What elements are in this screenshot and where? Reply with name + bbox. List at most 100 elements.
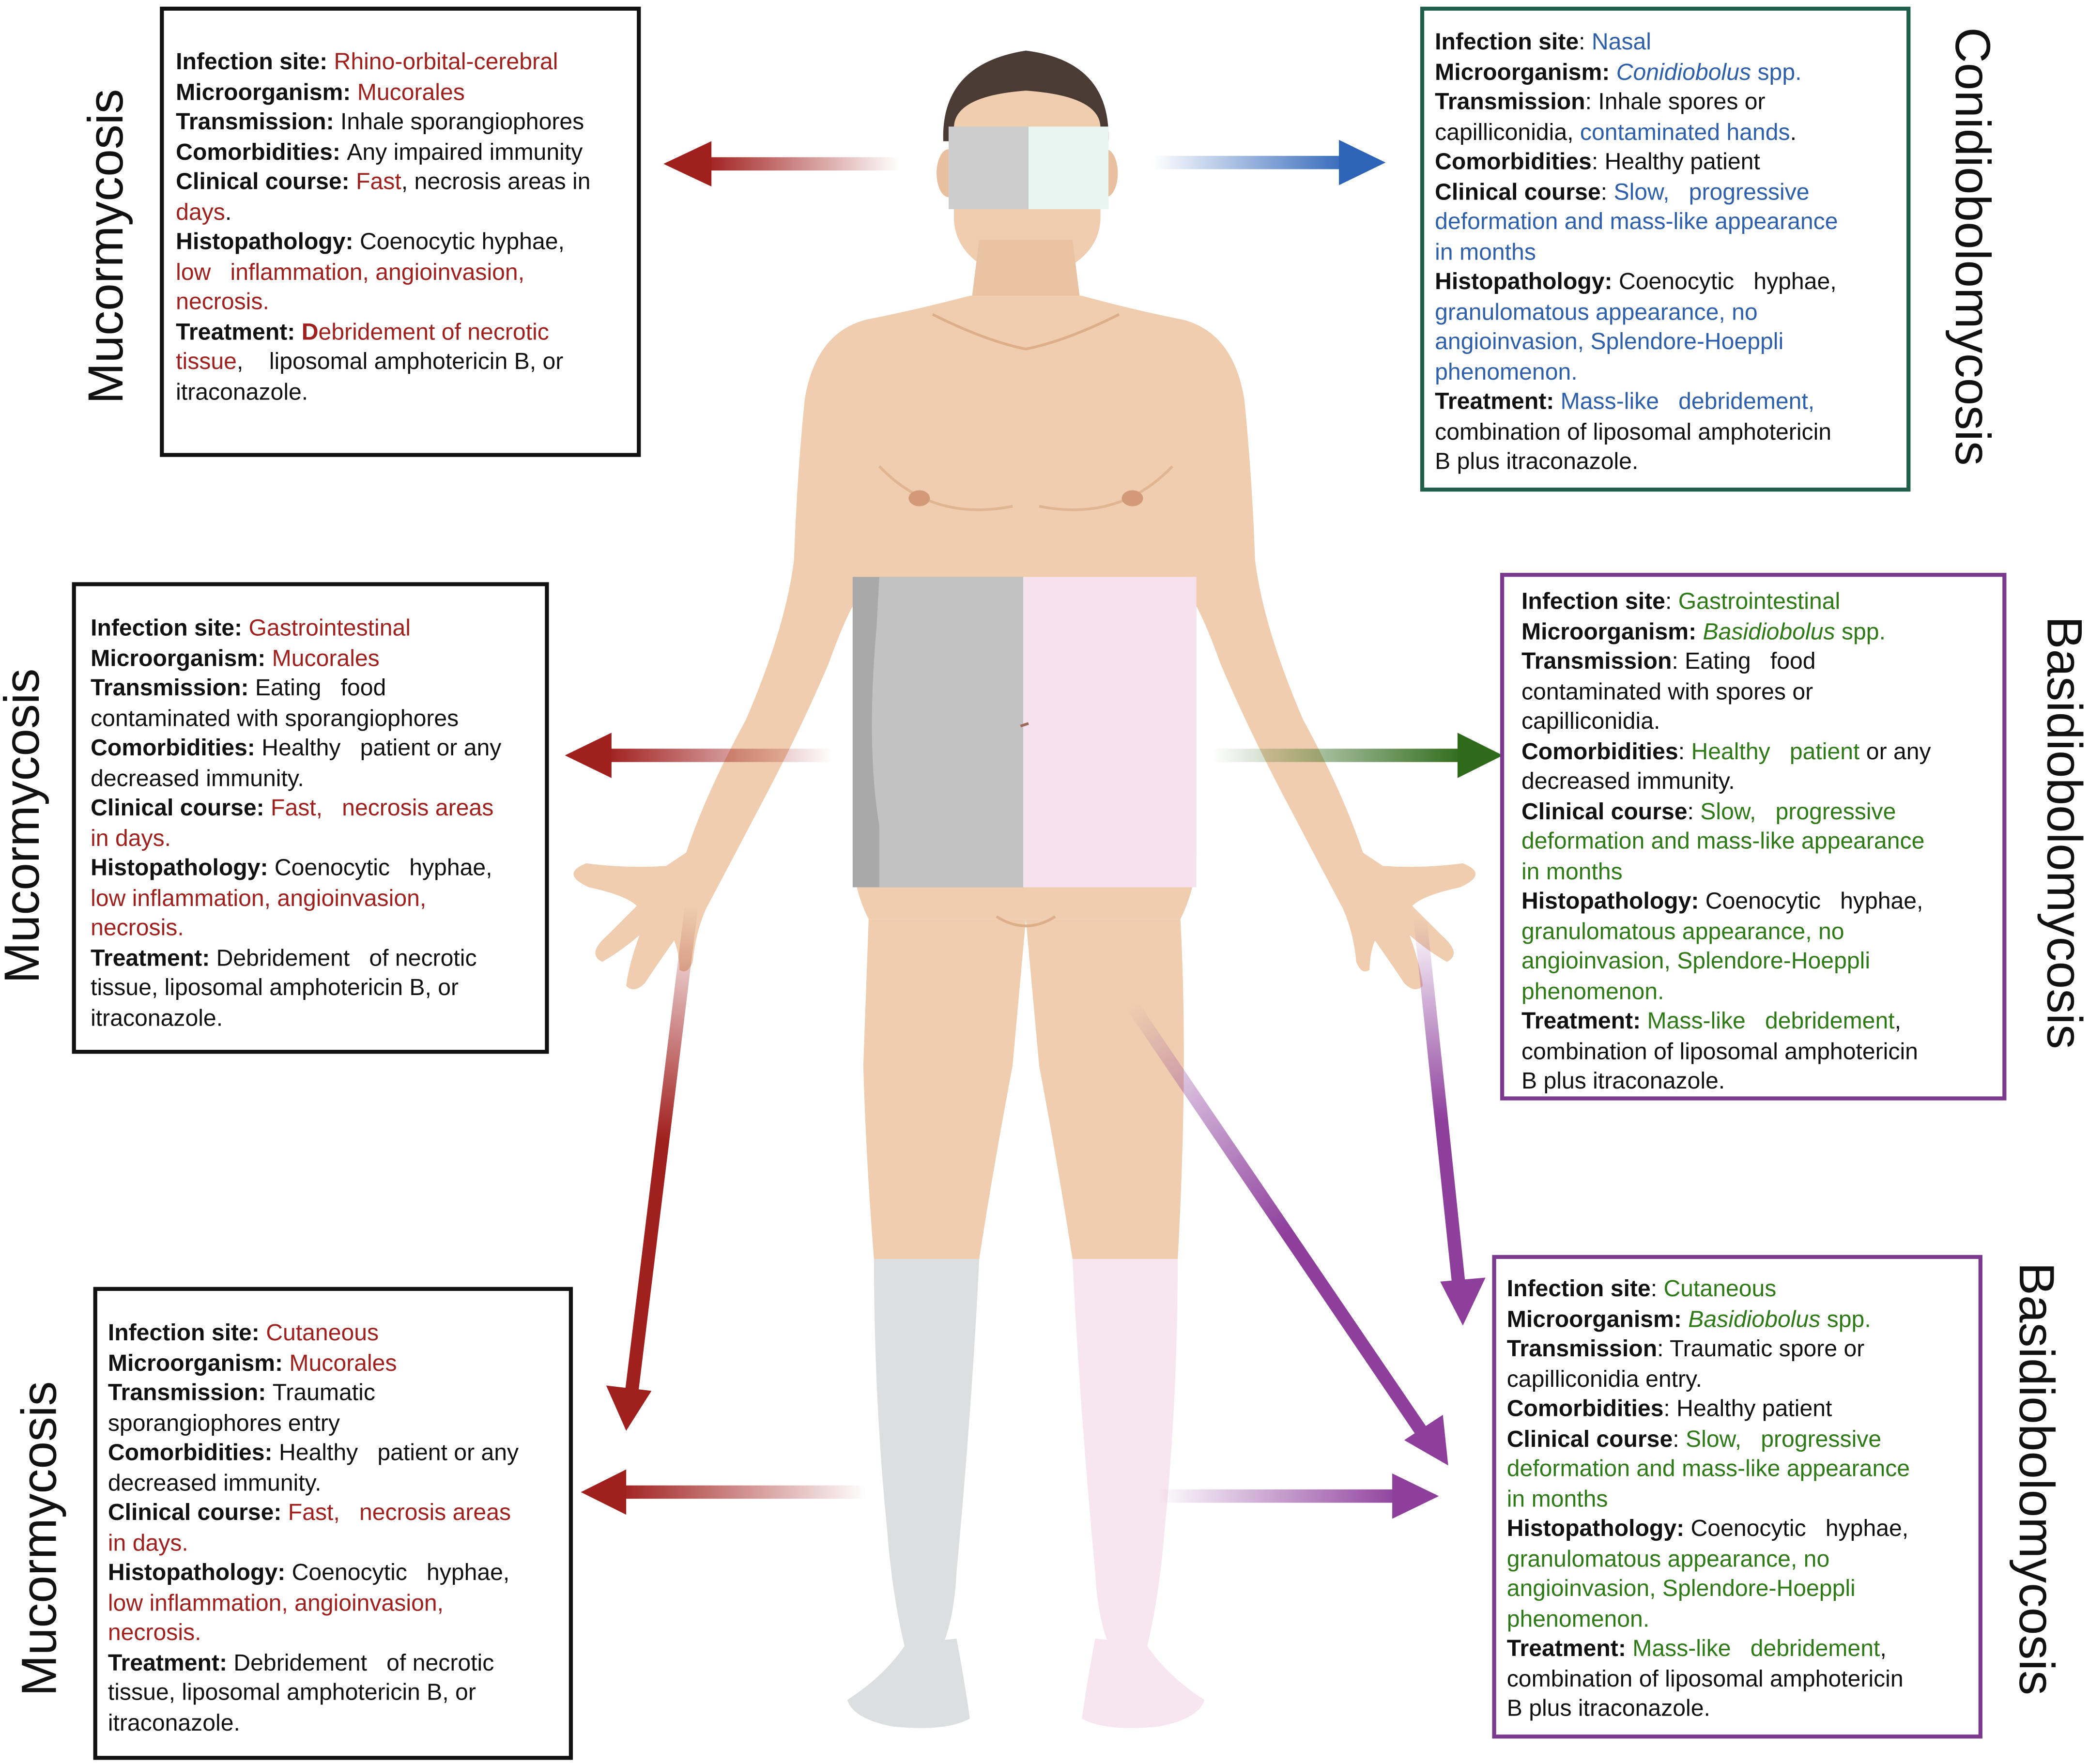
text-segment: ebridement of necrotic bbox=[318, 318, 549, 345]
text-segment: contaminated with spores or bbox=[1521, 677, 1813, 705]
box-line: Clinical course: Fast, necrosis areas bbox=[91, 793, 545, 823]
text-segment: Infection site bbox=[1521, 587, 1665, 614]
text-segment: Cutaneous bbox=[1663, 1274, 1777, 1302]
box-line: Histopathology: Coenocytic hyphae, bbox=[108, 1557, 569, 1587]
text-segment: , liposomal amphotericin B, or bbox=[236, 348, 564, 375]
text-segment: days bbox=[176, 198, 225, 225]
box-line: Comorbidities: Any impaired immunity bbox=[176, 137, 637, 167]
box-line: necrosis. bbox=[91, 913, 545, 943]
box-line: combination of liposomal amphotericin bbox=[1435, 416, 1906, 446]
box-line: granulomatous appearance, no bbox=[1507, 1543, 1979, 1573]
left-lower-leg bbox=[874, 1258, 980, 1652]
text-segment: : bbox=[1665, 587, 1678, 614]
text-segment: Debridement of necrotic bbox=[233, 1648, 494, 1675]
box-line: in days. bbox=[108, 1527, 569, 1557]
title-basidiobolomycosis-mid: Basidiobolomycosis bbox=[2037, 616, 2089, 1049]
box-line: sporangiophores entry bbox=[108, 1408, 569, 1438]
box-line: Histopathology: Coenocytic hyphae, bbox=[1507, 1513, 1979, 1543]
box-line: phenomenon. bbox=[1507, 1603, 1979, 1633]
box-line: granulomatous appearance, no bbox=[1521, 916, 2002, 946]
text-segment: : Inhale spores or bbox=[1585, 88, 1766, 115]
box-line: Microorganism: Conidiobolus spp. bbox=[1435, 57, 1906, 87]
abdomen-left-panel-highlight bbox=[872, 577, 1023, 888]
box-line: Histopathology: Coenocytic hyphae, bbox=[1521, 886, 2002, 916]
box-line: Treatment: Mass-like debridement, bbox=[1435, 386, 1906, 416]
text-segment: low inflammation, angioinvasion, bbox=[108, 1588, 444, 1615]
box-line: Transmission: Eating food bbox=[1521, 646, 2002, 676]
box-line: Treatment: Debridement of necrotic bbox=[176, 316, 637, 346]
text-segment: . bbox=[225, 198, 232, 225]
title-conidiobolomycosis: Conidiobolomycosis bbox=[1945, 27, 2000, 466]
text-segment: Clinical course: bbox=[91, 794, 271, 821]
box-line: tissue, liposomal amphotericin B, or bbox=[108, 1677, 569, 1707]
text-segment: : Healthy patient bbox=[1591, 148, 1760, 175]
text-segment: Mass-like debridement bbox=[1647, 1007, 1895, 1034]
crotch-shade bbox=[996, 915, 1056, 927]
text-segment: Coenocytic hyphae, bbox=[359, 228, 565, 255]
box-line: phenomenon. bbox=[1521, 976, 2002, 1006]
text-segment: granulomatous appearance, no bbox=[1435, 297, 1758, 324]
title-basidiobolomycosis-bottom: Basidiobolomycosis bbox=[2009, 1262, 2064, 1695]
arrow-to-nasal-box bbox=[1152, 139, 1386, 185]
box-line: low inflammation, angioinvasion, bbox=[108, 1587, 569, 1617]
box-line: Treatment: Mass-like debridement, bbox=[1521, 1006, 2002, 1036]
box-line: Clinical course: Slow, progressive bbox=[1435, 177, 1906, 207]
text-segment: Histopathology: bbox=[1506, 1515, 1691, 1542]
left-nipple bbox=[908, 490, 930, 506]
text-segment: Microorganism: bbox=[1521, 617, 1703, 644]
text-segment: Microorganism: bbox=[108, 1349, 290, 1376]
text-segment: Microorganism: bbox=[176, 77, 357, 105]
text-segment: Microorganism: bbox=[1506, 1304, 1689, 1332]
text-segment: angioinvasion, Splendore-Hoeppli bbox=[1506, 1575, 1856, 1602]
box-line: Transmission: Traumatic bbox=[108, 1378, 569, 1408]
text-segment: , necrosis areas in bbox=[401, 168, 591, 195]
box-line: Clinical course: Slow, progressive bbox=[1521, 796, 2002, 826]
box-line: Histopathology: Coenocytic hyphae, bbox=[1435, 266, 1906, 296]
text-segment: D bbox=[301, 318, 319, 345]
text-segment: granulomatous appearance, no bbox=[1521, 917, 1844, 944]
box-line: phenomenon. bbox=[1435, 356, 1906, 386]
text-segment: Microorganism: bbox=[91, 644, 272, 671]
text-segment: Inhale sporangiophores bbox=[340, 107, 584, 135]
text-segment: : bbox=[1678, 737, 1691, 764]
box-line: Infection site: Cutaneous bbox=[1507, 1273, 1979, 1304]
box-line: Microorganism: Basidiobolus spp. bbox=[1521, 616, 2002, 646]
text-segment: decreased immunity. bbox=[1521, 767, 1735, 794]
text-segment: Comorbidities: bbox=[91, 734, 262, 761]
text-segment: necrosis. bbox=[91, 914, 184, 941]
text-segment: Coenocytic hyphae, bbox=[1705, 887, 1923, 914]
box-line: Transmission: Eating food bbox=[91, 673, 545, 703]
box-line: B plus itraconazole. bbox=[1507, 1693, 1979, 1723]
text-segment: spp. bbox=[1751, 58, 1802, 85]
left-foot bbox=[847, 1639, 970, 1728]
text-segment: contaminated with sporangiophores bbox=[91, 704, 459, 731]
text-segment: Infection site: bbox=[91, 614, 249, 641]
box-line: Transmission: Traumatic spore or bbox=[1507, 1334, 1979, 1364]
box-line: Infection site: Gastrointestinal bbox=[91, 613, 545, 643]
text-segment: in days. bbox=[91, 824, 171, 851]
text-segment: Slow, progressive bbox=[1613, 178, 1810, 205]
text-segment: Infection site bbox=[1435, 28, 1579, 55]
box-line: Histopathology: Coenocytic hyphae, bbox=[176, 227, 637, 257]
box-line: Clinical course: Fast, necrosis areas in bbox=[176, 167, 637, 197]
text-segment: Comorbidities bbox=[1435, 148, 1592, 175]
text-segment: Transmission: bbox=[91, 674, 255, 701]
text-segment: Healthy patient or any bbox=[261, 734, 502, 761]
text-segment: Comorbidities: bbox=[108, 1439, 279, 1466]
box-line: B plus itraconazole. bbox=[1521, 1066, 2002, 1096]
text-segment: Conidiobolus bbox=[1616, 58, 1751, 85]
abdomen-right-panel bbox=[1023, 577, 1197, 888]
text-segment: Mucorales bbox=[289, 1349, 397, 1376]
arrow-to-gi-basidio-box bbox=[1212, 733, 1503, 778]
box-line: Microorganism: Mucorales bbox=[176, 77, 637, 107]
text-segment: : Eating food bbox=[1672, 647, 1816, 675]
text-segment: capilliconidia. bbox=[1521, 707, 1660, 734]
text-segment: Histopathology: bbox=[1521, 887, 1705, 914]
arrow-to-cut-mucor-box-down bbox=[606, 905, 698, 1431]
arrow-to-rhino-box bbox=[663, 141, 900, 187]
box-line: Infection site: Nasal bbox=[1435, 27, 1906, 57]
text-segment: Fast, necrosis areas bbox=[288, 1499, 511, 1526]
